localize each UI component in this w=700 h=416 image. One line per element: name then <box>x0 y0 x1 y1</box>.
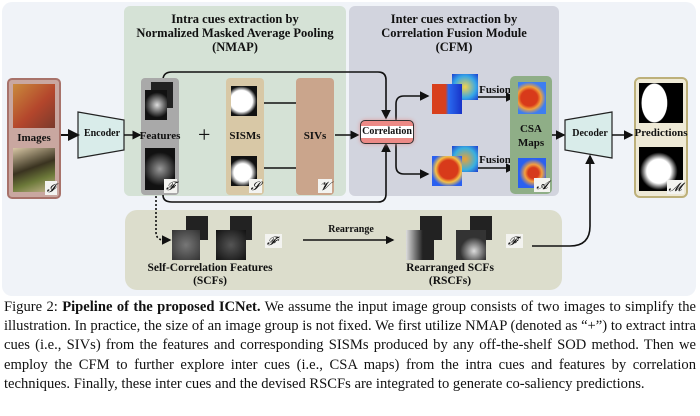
predictions-symbol: 𝓜 <box>666 180 684 194</box>
rscf-symbol: 𝓕ʳ <box>506 234 524 248</box>
nmap-title-line: Intra cues extraction by <box>171 12 299 26</box>
images-label: Images <box>17 132 51 144</box>
images-symbol: 𝓘 <box>44 181 57 195</box>
sisms-label: SISMs <box>229 130 261 142</box>
diagram-svg <box>61 71 634 247</box>
rearrange-label: Rearrange <box>328 224 374 235</box>
decoder-label: Decoder <box>572 128 608 139</box>
feature-map <box>145 90 167 120</box>
sism-map <box>231 86 257 116</box>
correlation-map <box>432 84 462 114</box>
correlation-label: Correlation <box>361 126 413 138</box>
scf-label-line: (SCFs) <box>193 275 227 287</box>
scf-label-line: Self-Correlation Features <box>147 262 273 274</box>
input-image-pineapple <box>13 84 55 128</box>
sisms-box: SISMs 𝓢 <box>226 78 264 195</box>
scf-symbol: 𝓕ˢ <box>265 234 282 248</box>
arrow-corr-top <box>395 91 430 120</box>
images-box: Images 𝓘 <box>7 78 61 199</box>
arrow-features-top <box>162 71 391 120</box>
csa-maps-box: CSA Maps 𝓐 <box>510 76 552 194</box>
rscf-map <box>406 230 434 260</box>
caption-title: Pipeline of the proposed ICNet. <box>62 299 261 315</box>
encoder-label: Encoder <box>83 128 121 139</box>
csa-label-line: CSA <box>519 123 542 135</box>
csa-map <box>518 82 546 114</box>
sivs-label: SIVs <box>303 130 327 142</box>
csa-symbol: 𝓐 <box>534 178 550 192</box>
figure-caption: Figure 2: Pipeline of the proposed ICNet… <box>4 298 696 394</box>
rscf-label-line: (RSCFs) <box>428 275 472 287</box>
predictions-box: Predictions 𝓜 <box>634 77 688 198</box>
scf-label: Self-Correlation Features (SCFs) <box>130 262 290 288</box>
correlation-map <box>432 156 462 186</box>
arrow-features-scf <box>155 196 172 245</box>
nmap-title-line: Normalized Masked Average Pooling <box>136 26 334 40</box>
cfm-title-line: (CFM) <box>435 40 473 54</box>
arrow-corr-bottom <box>395 144 430 179</box>
scf-map <box>172 230 200 260</box>
cfm-title: Inter cues extraction by Correlation Fus… <box>349 12 559 54</box>
predictions-label: Predictions <box>634 127 688 139</box>
caption-prefix: Figure 2: <box>4 299 63 315</box>
caption-body: We assume the input image group consists… <box>4 299 696 392</box>
prediction-mask <box>639 83 683 123</box>
cfm-title-line: Correlation Fusion Module <box>381 26 527 40</box>
csa-label: CSA Maps <box>510 122 552 150</box>
arrow-features-bottom <box>162 142 391 203</box>
nmap-title-line: (NMAP) <box>212 40 258 54</box>
rscf-label: Rearranged SCFs (RSCFs) <box>380 262 520 288</box>
sisms-symbol: 𝓢 <box>248 179 262 193</box>
scf-map <box>216 230 246 260</box>
decoder-shape <box>564 111 613 159</box>
fusion-label-bottom: Fusion <box>479 154 511 166</box>
arrow-rscf-decoder <box>532 154 595 247</box>
sivs-box: SIVs 𝓥 <box>296 78 334 195</box>
nmap-plus-icon: + <box>198 122 211 147</box>
nmap-title: Intra cues extraction by Normalized Mask… <box>124 12 346 54</box>
features-label: Features <box>139 130 181 142</box>
features-box: Features 𝓕 <box>140 78 180 195</box>
rscf-label-line: Rearranged SCFs <box>406 262 494 274</box>
csa-label-line: Maps <box>517 137 545 149</box>
cfm-title-line: Inter cues extraction by <box>390 12 518 26</box>
fusion-label-top: Fusion <box>479 84 511 96</box>
correlation-block: Correlation <box>360 120 414 144</box>
encoder-shape <box>77 111 125 159</box>
features-symbol: 𝓕 <box>164 179 177 193</box>
rscf-map <box>456 230 486 260</box>
sivs-symbol: 𝓥 <box>318 179 332 193</box>
